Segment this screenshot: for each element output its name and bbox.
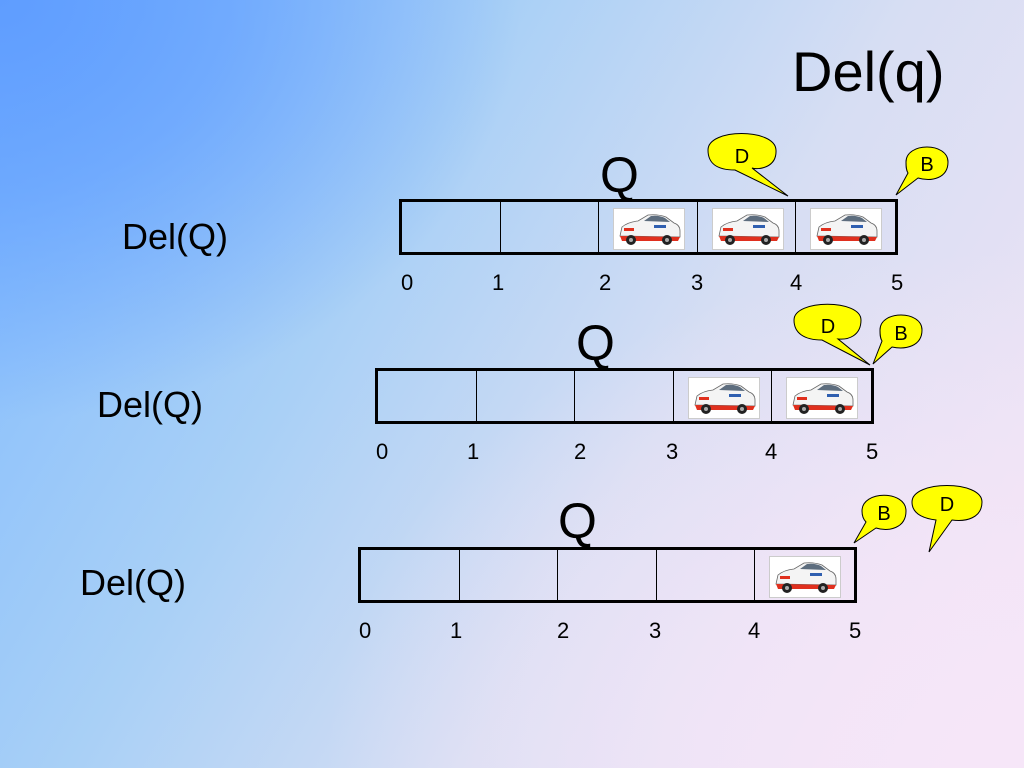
callout-b-row-2: B: [872, 314, 923, 365]
index-label: 5: [866, 439, 879, 464]
callout-text: B: [877, 503, 890, 525]
callout-text: D: [735, 146, 749, 168]
index-label: 4: [790, 270, 803, 295]
row-1-label: Del(Q): [122, 216, 228, 257]
queue-cell: [772, 371, 871, 421]
callout-b-row-1: B: [895, 146, 949, 196]
index-label: 4: [765, 439, 778, 464]
slide-title: Del(q): [792, 40, 945, 103]
index-label: 5: [849, 618, 862, 643]
row-1-queue-name: Q: [600, 147, 639, 203]
callout-text: B: [920, 154, 933, 176]
callout-d-row-1: D: [707, 133, 789, 197]
car-icon: [687, 377, 760, 419]
queue-cell: [501, 202, 600, 252]
index-label: 1: [467, 439, 480, 464]
index-label: 4: [748, 618, 761, 643]
queue-cell: [575, 371, 674, 421]
row-3-queue-name: Q: [558, 493, 597, 549]
row-2-label: Del(Q): [97, 384, 203, 425]
car-icon: [769, 556, 842, 598]
index-label: 3: [649, 618, 662, 643]
callout-d-row-3: D: [911, 485, 983, 553]
callout-text: D: [940, 494, 954, 516]
car-icon: [613, 208, 686, 250]
queue-cell: [402, 202, 501, 252]
callout-text: D: [821, 316, 835, 338]
index-label: 3: [666, 439, 679, 464]
car-icon: [810, 208, 883, 250]
queue-cell: [674, 371, 773, 421]
row-2-queue-array: [375, 368, 874, 424]
queue-cell: [378, 371, 477, 421]
queue-cell: [796, 202, 895, 252]
queue-cell: [460, 550, 559, 600]
index-label: 1: [492, 270, 505, 295]
car-icon: [711, 208, 784, 250]
index-label: 0: [359, 618, 372, 643]
index-label: 2: [599, 270, 612, 295]
queue-cell: [755, 550, 854, 600]
index-label: 0: [401, 270, 414, 295]
queue-cell: [361, 550, 460, 600]
car-icon: [786, 377, 859, 419]
index-label: 1: [450, 618, 463, 643]
queue-cell: [698, 202, 797, 252]
callout-text: B: [894, 323, 907, 345]
row-3-label: Del(Q): [80, 562, 186, 603]
row-3-queue-array: [358, 547, 857, 603]
index-label: 2: [557, 618, 570, 643]
row-2-queue-name: Q: [576, 315, 615, 371]
row-1-queue-array: [399, 199, 898, 255]
queue-cell: [558, 550, 657, 600]
index-label: 5: [891, 270, 904, 295]
queue-cell: [657, 550, 756, 600]
index-label: 2: [574, 439, 587, 464]
callout-b-row-3: B: [853, 494, 907, 544]
callout-d-row-2: D: [793, 303, 871, 366]
index-label: 0: [376, 439, 389, 464]
queue-cell: [599, 202, 698, 252]
queue-cell: [477, 371, 576, 421]
index-label: 3: [691, 270, 704, 295]
